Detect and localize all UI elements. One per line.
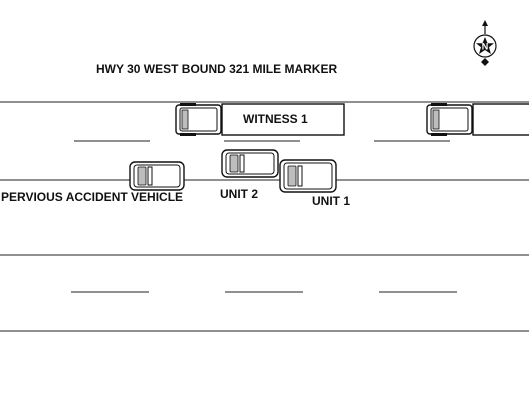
previous-vehicle-label: PERVIOUS ACCIDENT VEHICLE bbox=[1, 190, 183, 204]
diagram-title: HWY 30 WEST BOUND 321 MILE MARKER bbox=[96, 62, 337, 76]
north-arrow-compass-icon: N bbox=[473, 20, 497, 66]
unit-2-vehicle bbox=[221, 149, 279, 178]
unit-2-label: UNIT 2 bbox=[220, 187, 258, 201]
compass-letter: N bbox=[482, 42, 489, 52]
previous-accident-vehicle bbox=[129, 161, 185, 191]
witness-truck bbox=[175, 103, 345, 136]
unit-1-vehicle bbox=[279, 159, 337, 193]
witness-label: WITNESS 1 bbox=[243, 112, 308, 126]
unit-1-label: UNIT 1 bbox=[312, 194, 350, 208]
truck-right bbox=[426, 103, 529, 136]
